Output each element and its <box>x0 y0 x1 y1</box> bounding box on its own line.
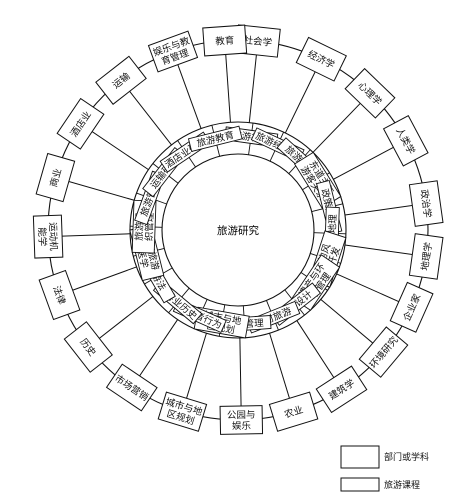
discipline-box: 历史 <box>63 321 113 373</box>
discipline-box: 法律 <box>38 269 81 321</box>
discipline-box-frame <box>295 36 347 82</box>
discipline-label: 社会学 <box>243 34 273 49</box>
discipline-box-frame <box>35 152 76 203</box>
discipline-box: 运输 <box>95 55 147 105</box>
discipline-box-frame <box>408 180 444 227</box>
discipline-label: 商业 <box>47 167 64 189</box>
discipline-box-frame <box>105 363 158 412</box>
discipline-box-frame <box>358 326 409 378</box>
discipline-box: 建筑学 <box>315 365 368 414</box>
discipline-box: 农业 <box>268 391 319 432</box>
course-box-frame <box>187 125 243 152</box>
discipline-label: 运动机 <box>47 222 60 251</box>
discipline-box: 市场营销 <box>105 363 158 412</box>
discipline-box-frame <box>157 391 208 432</box>
discipline-box-frame <box>408 233 444 280</box>
discipline-box-frame <box>344 67 396 119</box>
course-boxes: 旅游社会旅游经济学旅游动机东道主与游客关系政策问题旅游地理新的风险开发遗产与环境… <box>129 125 347 339</box>
discipline-box: 企业家 <box>389 281 434 333</box>
discipline-label: 公园与 <box>227 410 256 421</box>
discipline-box-frame <box>389 281 434 333</box>
discipline-box-frame <box>38 269 81 321</box>
discipline-box-frame <box>56 97 105 150</box>
legend-discipline-swatch <box>340 445 380 469</box>
discipline-box: 教育 <box>202 24 248 57</box>
discipline-label: 农业 <box>283 404 305 421</box>
discipline-label: 政治学 <box>418 189 434 219</box>
legend-discipline-label: 部门或学科 <box>384 451 429 463</box>
discipline-box-frame <box>382 115 429 167</box>
discipline-box-frame <box>95 55 147 105</box>
legend-course-label: 旅游课程 <box>384 479 420 491</box>
discipline-box-frame <box>219 405 264 435</box>
center-label: 旅游研究 <box>217 224 259 237</box>
discipline-box: 人类学 <box>382 115 429 167</box>
discipline-label: 娱乐 <box>232 420 252 432</box>
discipline-box: 酒店业 <box>56 97 105 150</box>
discipline-box: 商业 <box>35 152 76 203</box>
discipline-box: 政治学 <box>408 180 444 227</box>
legend-course-swatch <box>340 477 380 492</box>
discipline-label: 能学 <box>36 227 49 246</box>
discipline-box-frame <box>268 391 319 432</box>
discipline-box-frame <box>202 24 248 57</box>
legend: 部门或学科 旅游课程 <box>340 445 429 492</box>
discipline-box-frame <box>32 214 64 259</box>
discipline-box: 经济学 <box>295 36 347 82</box>
discipline-box-frame <box>147 30 199 73</box>
discipline-label: 教育 <box>215 34 235 47</box>
discipline-box-frame <box>63 321 113 373</box>
inner-ring <box>161 153 315 307</box>
discipline-box: 地理学 <box>408 233 444 280</box>
discipline-label: 地理学 <box>419 242 435 272</box>
discipline-box-frame <box>315 365 368 414</box>
discipline-box: 心理学 <box>344 67 396 119</box>
discipline-boxes: 社会学经济学心理学人类学政治学地理学企业家环境研究建筑学农业公园与娱乐城市与地区… <box>32 24 444 435</box>
